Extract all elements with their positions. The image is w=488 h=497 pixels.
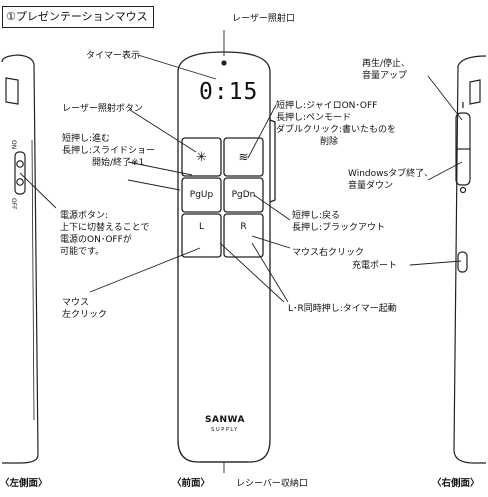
label-jyro-line4: 削除 [320, 137, 339, 147]
view-label-left: 〈左側面〉 [0, 478, 48, 489]
pgdn-button[interactable]: PgDn [231, 190, 256, 200]
laser-button[interactable]: ✳ [196, 150, 207, 165]
label-lr-timer: L･R同時押し:タイマー起動 [288, 304, 397, 314]
label-receiver: レシーバー収納口 [236, 479, 308, 489]
front-device [177, 51, 276, 463]
label-jyro-line1: 短押し:ジャイロON･OFF [276, 101, 378, 111]
label-laser-button: レーザー照射ボタン [62, 104, 143, 114]
view-label-front: 〈前面〉 [172, 478, 211, 489]
label-pgup-line2: 長押し:スライドショー [62, 146, 156, 156]
right-click-button[interactable]: R [240, 222, 247, 232]
left-click-button[interactable]: L [198, 222, 204, 232]
label-pgup-line3: 開始/終了※1 [92, 158, 145, 168]
label-power-line4: 可能です。 [60, 247, 105, 257]
label-play-line1: 再生/停止、 [362, 59, 411, 69]
label-power-line1: 電源ボタン: [60, 211, 109, 221]
switch-on-label: ON [10, 140, 17, 150]
jyro-button[interactable]: ≋ [238, 150, 249, 164]
timer-display: 0:15 [199, 79, 259, 105]
label-power-line2: 上下に切替えることで [60, 223, 150, 233]
brand-logo: SANWA SUPPLY [200, 415, 250, 435]
page-title: ①プレゼンテーションマウス [2, 6, 154, 28]
switch-off-label: OFF [10, 198, 17, 210]
label-windows-line1: Windowsタブ終了、 [348, 169, 434, 179]
brand-sub: SUPPLY [211, 427, 239, 433]
label-windows-line2: 音量ダウン [348, 181, 394, 191]
label-mouse-right: マウス右クリック [292, 248, 365, 258]
label-jyro-line2: 長押し:ペンモード [276, 113, 352, 123]
label-pgdn-line2: 長押し:ブラックアウト [292, 223, 386, 233]
view-label-right: 〈右側面〉 [432, 478, 480, 489]
label-play-line2: 音量アップ [362, 71, 408, 81]
leader-lines [19, 30, 463, 473]
brand-name: SANWA [205, 415, 245, 425]
label-pgdn-line1: 短押し:戻る [292, 211, 341, 221]
label-jyro-line3: ダブルクリック:書いたものを [276, 125, 397, 135]
label-mouse-left-line1: マウス [62, 298, 90, 308]
label-laser-port: レーザー照射口 [232, 14, 295, 24]
pgup-button[interactable]: PgUp [189, 190, 214, 200]
label-pgup-line1: 短押し:進む [62, 134, 111, 144]
label-power-line3: 電源のON･OFFが [60, 235, 132, 245]
left-side-device [1, 54, 39, 464]
right-side-device [453, 55, 487, 464]
label-charge-port: 充電ポート [352, 261, 398, 271]
label-mouse-left-line2: 左クリック [62, 310, 108, 320]
label-timer-display: タイマー表示 [86, 51, 141, 61]
